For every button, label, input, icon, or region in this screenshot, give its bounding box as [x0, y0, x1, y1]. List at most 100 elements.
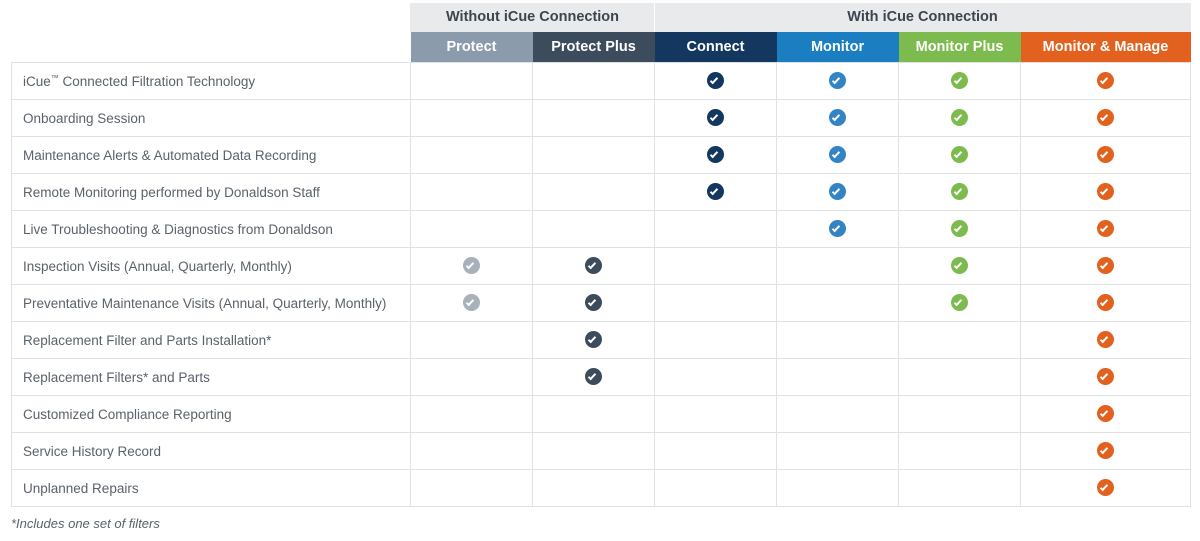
- cell-monitor_plus: [898, 210, 1022, 248]
- cell-protect: [410, 321, 533, 359]
- feature-label-text: iCue: [23, 73, 51, 89]
- table-row: Maintenance Alerts & Automated Data Reco…: [11, 136, 1192, 174]
- group-header-without-icue: Without iCue Connection: [409, 3, 656, 32]
- cell-monitor_manage: [1020, 99, 1192, 137]
- cell-protect_plus: [532, 358, 656, 396]
- cell-monitor: [776, 432, 900, 470]
- check-icon: [1097, 146, 1115, 164]
- cell-connect: [654, 62, 778, 100]
- table-header: Without iCue Connection With iCue Connec…: [11, 3, 1192, 63]
- cell-protect_plus: [532, 136, 656, 174]
- check-icon: [585, 368, 602, 386]
- cell-monitor_plus: [898, 432, 1022, 470]
- table-row: Replacement Filter and Parts Installatio…: [11, 321, 1192, 359]
- check-icon: [707, 146, 725, 164]
- check-icon: [951, 257, 969, 275]
- table-row: Remote Monitoring performed by Donaldson…: [11, 173, 1192, 211]
- cell-monitor_manage: [1020, 284, 1192, 322]
- check-icon: [951, 109, 969, 127]
- column-header-protect-plus[interactable]: Protect Plus: [532, 32, 655, 63]
- check-icon: [829, 109, 847, 127]
- cell-monitor_manage: [1020, 469, 1192, 507]
- check-icon: [951, 220, 969, 238]
- cell-monitor: [776, 395, 900, 433]
- cell-monitor: [776, 247, 900, 285]
- check-icon: [829, 183, 847, 201]
- cell-connect: [654, 173, 778, 211]
- feature-label: Inspection Visits (Annual, Quarterly, Mo…: [11, 247, 411, 285]
- cell-connect: [654, 136, 778, 174]
- table-row: Unplanned Repairs: [11, 469, 1192, 507]
- cell-connect: [654, 395, 778, 433]
- cell-monitor_plus: [898, 358, 1022, 396]
- cell-protect_plus: [532, 62, 656, 100]
- check-icon: [707, 72, 725, 90]
- cell-protect_plus: [532, 395, 656, 433]
- cell-protect: [410, 136, 533, 174]
- cell-protect: [410, 62, 533, 100]
- feature-label: Remote Monitoring performed by Donaldson…: [11, 173, 411, 211]
- check-icon: [1097, 72, 1115, 90]
- feature-label: Customized Compliance Reporting: [11, 395, 411, 433]
- cell-connect: [654, 358, 778, 396]
- check-icon: [1097, 479, 1115, 497]
- cell-monitor: [776, 136, 900, 174]
- table-row: Replacement Filters* and Parts: [11, 358, 1192, 396]
- cell-monitor_manage: [1020, 173, 1192, 211]
- cell-connect: [654, 432, 778, 470]
- check-icon: [463, 257, 480, 275]
- cell-monitor_manage: [1020, 210, 1192, 248]
- check-icon: [1097, 331, 1115, 349]
- check-icon: [707, 109, 725, 127]
- cell-monitor_manage: [1020, 247, 1192, 285]
- check-icon: [829, 220, 847, 238]
- cell-monitor: [776, 173, 900, 211]
- cell-protect: [410, 99, 533, 137]
- cell-connect: [654, 321, 778, 359]
- cell-protect: [410, 173, 533, 211]
- check-icon: [829, 72, 847, 90]
- column-header-connect[interactable]: Connect: [654, 32, 777, 63]
- cell-monitor: [776, 210, 900, 248]
- group-header-row: Without iCue Connection With iCue Connec…: [11, 3, 1192, 32]
- feature-label: Onboarding Session: [11, 99, 411, 137]
- cell-protect_plus: [532, 99, 656, 137]
- cell-monitor: [776, 469, 900, 507]
- feature-label: iCue™ Connected Filtration Technology: [11, 62, 411, 100]
- check-icon: [951, 146, 969, 164]
- column-header-monitor-plus[interactable]: Monitor Plus: [898, 32, 1021, 63]
- cell-monitor_manage: [1020, 321, 1192, 359]
- check-icon: [1097, 368, 1115, 386]
- cell-monitor_plus: [898, 136, 1022, 174]
- cell-monitor: [776, 99, 900, 137]
- check-icon: [829, 146, 847, 164]
- check-icon: [1097, 109, 1115, 127]
- table-row: Service History Record: [11, 432, 1192, 470]
- column-header-monitor[interactable]: Monitor: [776, 32, 899, 63]
- check-icon: [1097, 220, 1115, 238]
- footnote: *Includes one set of filters: [11, 516, 160, 531]
- column-header-monitor-manage[interactable]: Monitor & Manage: [1020, 32, 1191, 63]
- plan-header-spacer: [11, 32, 411, 63]
- feature-label: Preventative Maintenance Visits (Annual,…: [11, 284, 411, 322]
- check-icon: [1097, 257, 1115, 275]
- cell-monitor: [776, 358, 900, 396]
- group-header-with-icue: With iCue Connection: [654, 3, 1192, 32]
- cell-protect_plus: [532, 321, 656, 359]
- cell-protect_plus: [532, 173, 656, 211]
- service-plans-table: Without iCue Connection With iCue Connec…: [11, 3, 1192, 507]
- cell-monitor_manage: [1020, 62, 1192, 100]
- cell-connect: [654, 469, 778, 507]
- cell-monitor_plus: [898, 321, 1022, 359]
- check-icon: [1097, 405, 1115, 423]
- table-row: Preventative Maintenance Visits (Annual,…: [11, 284, 1192, 322]
- check-icon: [1097, 183, 1115, 201]
- table-row: Inspection Visits (Annual, Quarterly, Mo…: [11, 247, 1192, 285]
- check-icon: [585, 257, 602, 275]
- check-icon: [951, 183, 969, 201]
- cell-monitor: [776, 284, 900, 322]
- column-header-protect[interactable]: Protect: [410, 32, 533, 63]
- trademark-icon: ™: [50, 73, 59, 82]
- cell-monitor_manage: [1020, 432, 1192, 470]
